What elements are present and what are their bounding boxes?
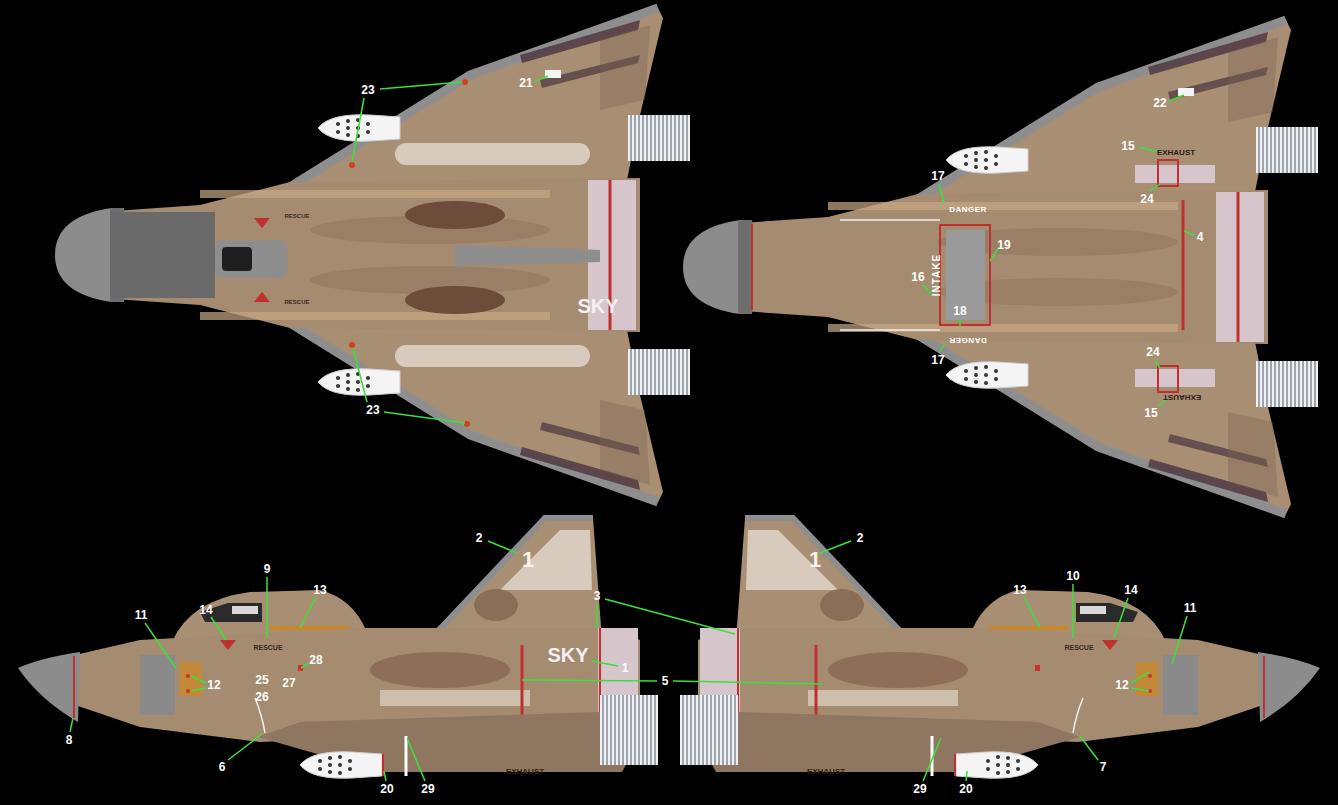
callout-number: 12 — [207, 679, 220, 691]
callout-number: 27 — [282, 677, 295, 689]
stencil-text: EXHAUST — [506, 768, 544, 776]
stencil-text: EXHAUST — [807, 768, 845, 776]
callout-number: 24 — [1146, 346, 1159, 358]
callout-number: 15 — [1121, 140, 1134, 152]
callout-number: 24 — [1140, 193, 1153, 205]
callout-number: 22 — [1153, 97, 1166, 109]
stencil-text: RESCUE — [284, 299, 309, 305]
callout-number: 5 — [662, 675, 669, 687]
stencil-text: DANGER — [949, 336, 987, 344]
callout-number: 19 — [997, 239, 1010, 251]
callout-number: 9 — [264, 563, 271, 575]
callout-number: 11 — [1184, 602, 1197, 614]
callout-number: 17 — [931, 170, 944, 182]
callout-number: 12 — [1115, 679, 1128, 691]
stencil-text: INTAKE — [932, 254, 942, 296]
callout-number: 16 — [911, 271, 924, 283]
callout-number: 1 — [622, 662, 629, 674]
callout-number: 29 — [421, 783, 434, 795]
callout-number: 15 — [1144, 407, 1157, 419]
callout-number: 20 — [959, 783, 972, 795]
callout-number: 3 — [594, 590, 601, 602]
stencil-text: SKY — [577, 296, 618, 316]
callout-number: 28 — [309, 654, 322, 666]
callout-number: 17 — [931, 354, 944, 366]
stencil-text: RESCUE — [253, 644, 282, 651]
tail-number: 1 — [522, 549, 534, 571]
callout-number: 18 — [953, 305, 966, 317]
callout-number: 23 — [366, 404, 379, 416]
callout-number: 2 — [857, 532, 864, 544]
callout-number: 6 — [219, 761, 226, 773]
callout-number: 14 — [199, 604, 212, 616]
stencil-text: EXHAUST — [1157, 149, 1195, 157]
callout-number: 8 — [66, 734, 73, 746]
callout-number: 25 — [255, 674, 268, 686]
callout-number: 26 — [255, 691, 268, 703]
stencil-text: RESCUE — [284, 213, 309, 219]
stencil-text: DANGER — [949, 206, 987, 214]
callout-number: 11 — [135, 609, 148, 621]
stencil-text: RESCUE — [1064, 644, 1093, 651]
callout-number: 4 — [1197, 231, 1204, 243]
callout-number: 23 — [361, 84, 374, 96]
callout-number: 7 — [1100, 761, 1107, 773]
callout-number: 13 — [1013, 584, 1026, 596]
callout-number: 10 — [1066, 570, 1079, 582]
stencil-text: EXHAUST — [1163, 393, 1201, 401]
callout-number: 20 — [380, 783, 393, 795]
callout-number: 13 — [313, 584, 326, 596]
callout-number: 29 — [913, 783, 926, 795]
callout-number: 2 — [476, 532, 483, 544]
callout-number: 14 — [1124, 584, 1137, 596]
callout-number: 21 — [519, 77, 532, 89]
tail-number: 1 — [809, 549, 821, 571]
stencil-text: SKY — [547, 645, 588, 665]
